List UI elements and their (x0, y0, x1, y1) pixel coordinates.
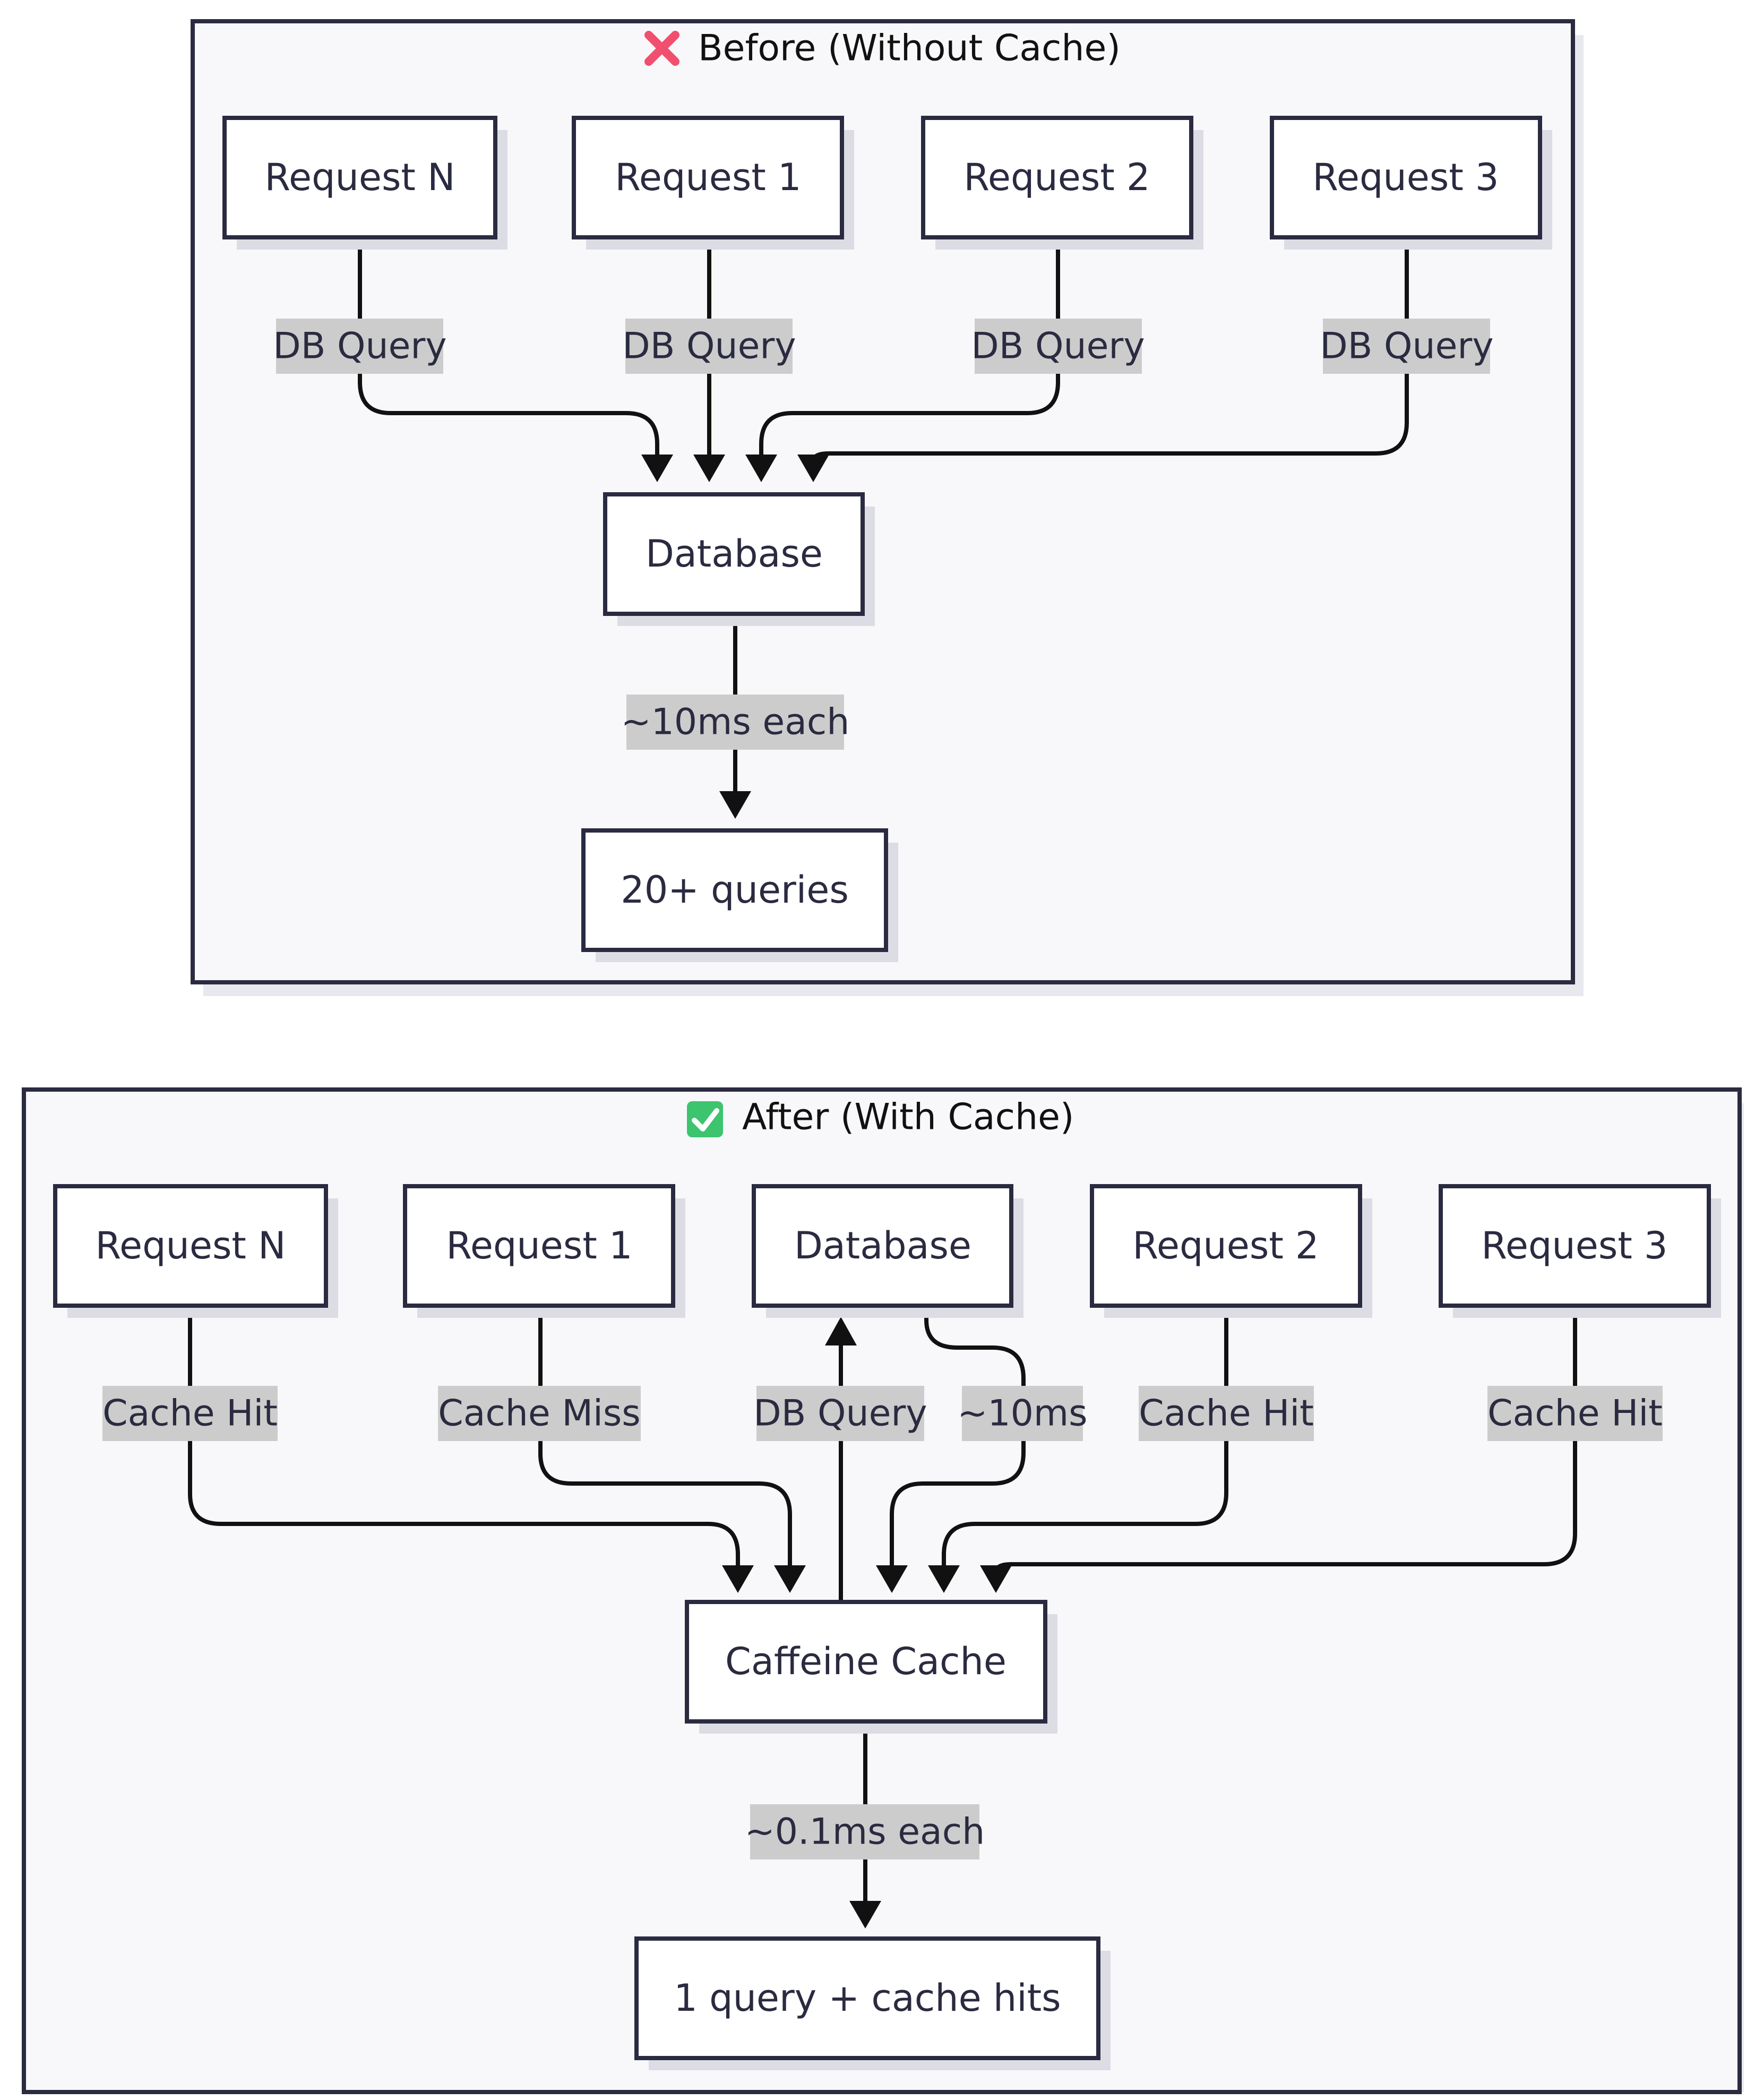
node-before-result-label: 20+ queries (621, 868, 849, 912)
node-after-request-1: Request 1 (403, 1184, 685, 1318)
node-before-request-3: Request 3 (1270, 116, 1552, 250)
arrowhead (641, 455, 673, 482)
node-after-request-n: Request N (53, 1184, 338, 1318)
edge-label-bg (625, 319, 793, 374)
edge-label-after-cache-to-db: DB Query (753, 1393, 927, 1435)
edge-label-bg (438, 1386, 641, 1441)
node-after-request-2-label: Request 2 (1132, 1224, 1319, 1267)
edge-label-bg (102, 1386, 278, 1441)
after-cluster-title: After (With Cache) (742, 1096, 1074, 1138)
arrowhead (928, 1565, 960, 1593)
edge-after-request-1-to-cache (538, 1307, 792, 1572)
edge-label-bg (1139, 1386, 1314, 1441)
node-after-request-1-label: Request 1 (446, 1224, 632, 1267)
arrowhead (876, 1565, 908, 1593)
cross-mark-icon (644, 31, 679, 66)
node-after-database: Database (752, 1184, 1023, 1318)
edge-label-bg (626, 695, 844, 750)
node-before-request-2: Request 2 (921, 116, 1203, 250)
node-before-result: 20+ queries (581, 828, 898, 962)
edge-label-after-db-to-cache: ~10ms (957, 1393, 1087, 1435)
edge-label-before-request-n: DB Query (273, 325, 446, 367)
edge-label-before-request-2: DB Query (971, 325, 1145, 367)
node-before-request-n-label: Request N (265, 156, 455, 199)
edge-label-before-request-1: DB Query (622, 325, 796, 367)
edge-after-request-n-to-cache (188, 1307, 740, 1572)
node-before-request-2-label: Request 2 (963, 156, 1150, 199)
node-after-cache: Caffeine Cache (685, 1600, 1057, 1734)
node-before-database: Database (603, 492, 875, 626)
arrowhead (849, 1901, 881, 1928)
edge-label-bg (962, 1386, 1083, 1441)
edge-before-request-n-to-db (358, 238, 659, 457)
edge-label-after-request-2: Cache Hit (1139, 1393, 1314, 1435)
edge-label-before-db-to-result: ~10ms each (621, 701, 850, 743)
arrowhead (745, 455, 777, 482)
arrowhead (774, 1565, 806, 1593)
edge-label-after-request-n: Cache Hit (102, 1393, 278, 1435)
node-after-result: 1 query + cache hits (634, 1936, 1111, 2070)
edge-label-bg (1323, 319, 1490, 374)
arrowhead (797, 455, 829, 482)
edge-label-after-cache-to-result: ~0.1ms each (745, 1811, 985, 1853)
node-after-request-3: Request 3 (1439, 1184, 1721, 1318)
arrowhead (825, 1317, 857, 1345)
node-before-request-3-label: Request 3 (1312, 156, 1499, 199)
check-mark-icon (687, 1101, 723, 1137)
edge-label-bg (1487, 1386, 1663, 1441)
edge-before-request-2-to-db (759, 238, 1060, 457)
node-after-request-2: Request 2 (1090, 1184, 1372, 1318)
after-cluster: After (With Cache) Cache Hit Cache Miss … (22, 1087, 1744, 2094)
node-before-database-label: Database (646, 532, 823, 576)
node-after-result-label: 1 query + cache hits (674, 1976, 1061, 2020)
edge-label-bg (750, 1804, 979, 1859)
arrowhead (722, 1565, 754, 1593)
before-cluster-title: Before (Without Cache) (698, 28, 1121, 70)
node-before-request-1: Request 1 (572, 116, 854, 250)
node-before-request-n: Request N (222, 116, 507, 250)
edge-after-request-2-to-cache (942, 1307, 1228, 1572)
edge-label-bg (276, 319, 443, 374)
edge-label-before-request-3: DB Query (1320, 325, 1493, 367)
node-after-cache-label: Caffeine Cache (725, 1640, 1006, 1683)
node-after-database-label: Database (794, 1224, 971, 1267)
edge-label-after-request-1: Cache Miss (438, 1393, 641, 1435)
edge-label-bg (756, 1386, 924, 1441)
node-after-request-3-label: Request 3 (1481, 1224, 1667, 1267)
edge-after-db-to-cache (890, 1307, 1026, 1572)
arrowhead (980, 1565, 1012, 1593)
edge-label-bg (975, 319, 1142, 374)
arrowhead (693, 455, 725, 482)
arrowhead (719, 791, 751, 819)
node-before-request-1-label: Request 1 (615, 156, 801, 199)
before-cluster: Before (Without Cache) DB Query DB Query… (191, 19, 1584, 996)
node-after-request-n-label: Request N (96, 1224, 286, 1267)
edge-label-after-request-3: Cache Hit (1487, 1393, 1663, 1435)
